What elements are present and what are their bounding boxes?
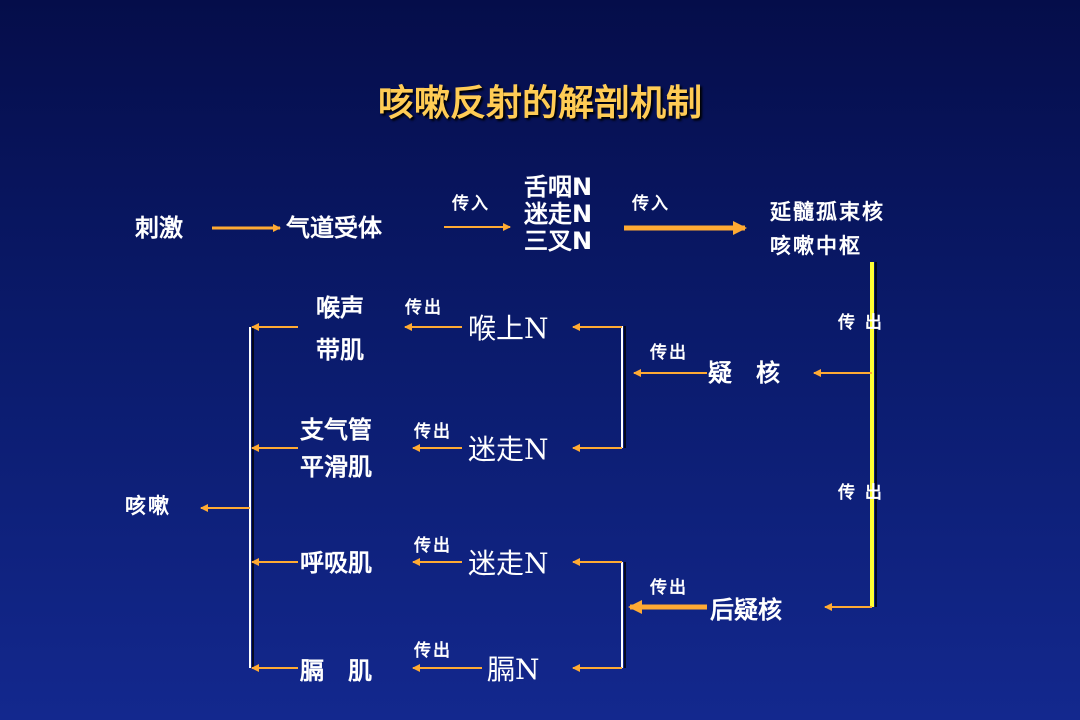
efferent-ambiguus-label: 传出 <box>650 343 688 363</box>
efferent-center-label-1: 传 出 <box>838 313 884 333</box>
efferent-bronchi-label: 传出 <box>414 422 452 442</box>
bronchial-muscle-line2: 平滑肌 <box>300 453 372 481</box>
cough-center-line2: 咳嗽中枢 <box>770 234 862 258</box>
efferent-post-label: 传出 <box>650 578 688 598</box>
bronchial-muscle-line1: 支气管 <box>300 416 372 444</box>
vagus-nerve-efferent-2: 迷走N <box>468 547 549 580</box>
efferent-diaphragm-label: 传出 <box>414 641 452 661</box>
cough-node: 咳嗽 <box>125 494 171 518</box>
superior-laryngeal-nerve: 喉上N <box>468 312 549 345</box>
page-title: 咳嗽反射的解剖机制 <box>377 83 702 124</box>
laryngeal-muscle-line2: 带肌 <box>316 336 364 364</box>
diaphragm-muscle: 膈 肌 <box>300 657 372 685</box>
vagus-nerve-efferent-1: 迷走N <box>468 433 549 466</box>
efferent-resp-label: 传出 <box>414 536 452 556</box>
stimulus-node: 刺激 <box>135 214 183 242</box>
receptor-node: 气道受体 <box>286 214 382 242</box>
respiratory-muscle: 呼吸肌 <box>300 549 372 577</box>
nucleus-ambiguus: 疑 核 <box>708 359 780 387</box>
afferent-label-2: 传入 <box>632 194 670 214</box>
trigeminal-nerve: 三叉N <box>524 227 593 255</box>
cough-center-line1: 延髓孤束核 <box>770 200 885 224</box>
glossopharyngeal-nerve: 舌咽N <box>524 173 593 201</box>
phrenic-nerve: 膈N <box>487 653 540 686</box>
post-nucleus: 后疑核 <box>710 596 782 624</box>
efferent-center-label-2: 传 出 <box>838 483 884 503</box>
afferent-label-1: 传入 <box>452 194 490 214</box>
efferent-larynx-label: 传出 <box>405 298 443 318</box>
laryngeal-muscle-line1: 喉声 <box>316 294 364 322</box>
vagus-nerve-afferent: 迷走N <box>524 200 593 228</box>
